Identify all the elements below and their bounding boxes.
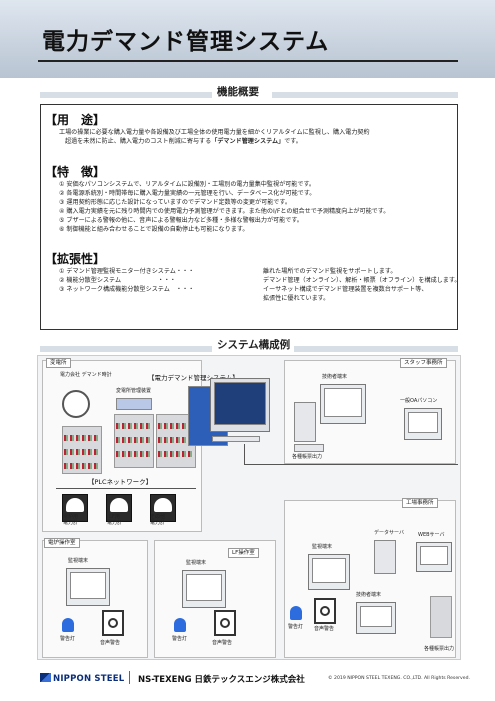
page-title: 電力デマンド管理システム	[42, 29, 330, 55]
usage-text-1: 工場の操業に必要な購入電力量や各設備及び工場全体の使用電力量を細かくリアルタイム…	[59, 129, 370, 136]
overview-box: 【用 途】 工場の操業に必要な購入電力量や各設備及び工場全体の使用電力量を細かく…	[40, 104, 461, 330]
speaker-icon	[102, 610, 124, 636]
data-server-icon	[374, 540, 396, 574]
monitor-terminal-furnace-label: 監視端末	[68, 558, 89, 564]
section-bar-right	[294, 346, 458, 352]
feature-item: ⑤ ブザーによる警報の他に、音声による警報出力など多種・多様な警報出力が可能です…	[59, 217, 303, 224]
ext-right-item: 拡張性に優れています。	[263, 295, 330, 302]
alarm-lamp-icon	[290, 606, 302, 620]
alarm-lamp-icon	[62, 618, 74, 632]
power-meter-2-icon	[106, 494, 132, 522]
monitor-terminal-furnace-icon	[66, 568, 110, 606]
extensibility-heading: 【拡張性】	[45, 252, 106, 266]
zone-label-substation: 変電所	[46, 358, 71, 368]
feature-item: ② 各電源系統別・時間帯毎に購入電力量実績の一元管理を行い、データベース化が可能…	[59, 190, 316, 197]
voice-alarm-lf-label: 音声警告	[212, 640, 233, 646]
printer-staff-label: 各種帳票出力	[292, 454, 323, 460]
ext-right-item: デマンド管理（オンライン）、解析・帳票（オフライン）を構成します。	[263, 277, 461, 284]
keyboard-icon	[212, 436, 260, 442]
utility-meter-label: 電力会社 デマンド時計	[60, 372, 112, 378]
printer-staff-icon	[294, 444, 324, 452]
main-monitor-icon	[210, 378, 270, 432]
plc-network-label: 【PLCネットワーク】	[88, 478, 153, 486]
monitor-terminal-lf-label: 監視端末	[186, 560, 207, 566]
nippon-steel-mark-icon	[40, 673, 51, 682]
web-server-icon	[416, 542, 452, 572]
header-band	[0, 0, 495, 78]
ext-right-item: イーサネット構成でデマンド管理装置を複数台サポート等、	[263, 286, 428, 293]
link-line	[244, 444, 245, 464]
demand-panel-icon	[114, 414, 154, 468]
speaker-icon	[214, 610, 236, 636]
plc-network-line	[56, 488, 196, 489]
zone-label-lf-room: LF操作室	[228, 548, 259, 558]
feature-item: ③ 運用契約形態に応じた設計になっていますのでデマンド定数等の変更が可能です。	[59, 199, 291, 206]
general-pc-label: 一般OAパソコン	[400, 398, 438, 404]
ext-left-item: ② 機能分散型システム ・・・	[59, 277, 176, 284]
general-pc-icon	[404, 408, 442, 440]
demand-panel-label: 変電所管理装置	[116, 388, 152, 394]
feature-item: ① 安価なパソコンシステムで、リアルタイムに設備別・工場別の電力量集中監視が可能…	[59, 181, 316, 188]
zone-label-staff-office: スタッフ事務所	[400, 358, 447, 368]
ext-left-item: ① デマンド管理監視モニター付きシステム・・・	[59, 268, 195, 275]
meter2-label: LF用 電力計	[107, 514, 123, 526]
speaker-icon	[314, 598, 336, 624]
section-bar-left	[40, 346, 212, 352]
meter1-label: 電炉用 電力計	[63, 514, 79, 526]
header-underline	[38, 60, 458, 62]
footer-separator	[129, 671, 130, 684]
zone-label-furnace-room: 電炉操作室	[44, 538, 80, 548]
section-heading-system: システム構成例	[217, 339, 291, 351]
alarm-lamp-lf-label: 警告灯	[172, 636, 188, 642]
section-bar-right	[272, 92, 458, 98]
ext-left-item: ③ ネットワーク構成機能分散型システム ・・・	[59, 286, 195, 293]
voice-alarm-furnace-label: 音声警告	[100, 640, 121, 646]
company-name: NS-TEXENG 日鉄テックスエンジ株式会社	[138, 675, 305, 685]
power-meter-3-icon	[150, 494, 176, 522]
alarm-lamp-factory-label: 警告灯	[288, 624, 304, 630]
usage-text-2: 超過を未然に防止、購入電力のコスト削減に寄与する「デマンド管理システム」です。	[65, 138, 302, 145]
utility-panel-icon	[62, 426, 102, 474]
section-heading-overview: 機能概要	[217, 86, 259, 98]
zone-label-factory-office: 工場事務所	[402, 498, 438, 508]
section-bar-left	[40, 92, 212, 98]
feature-item: ⑥ 制御機能と組み合わせることで設備の自動停止も可能になります。	[59, 226, 249, 233]
eng-terminal-factory-icon	[356, 602, 396, 634]
usage-heading: 【用 途】	[45, 113, 106, 127]
web-server-label: WEBサーバ	[418, 532, 445, 538]
feature-item: ④ 購入電力実績を元に残り時間内での使用電力予測管理ができます。また他のI/Fと…	[59, 208, 390, 215]
printer-factory-icon	[430, 596, 452, 638]
system-diagram: 変電所 電力会社 デマンド時計 変電所管理装置 【PLCネットワーク】 【電力デ…	[37, 355, 461, 660]
alarm-lamp-icon	[174, 618, 186, 632]
meter3-label: その他 電力計	[150, 514, 166, 526]
ext-right-item: 離れた場所でのデマンド監視をサポートします。	[263, 268, 397, 275]
printer-factory-label: 各種帳票出力	[424, 646, 455, 652]
monitor-terminal-factory-label: 監視端末	[312, 544, 333, 550]
system-title-label: 【電力デマンド管理システム】	[148, 374, 239, 382]
clock-gauge-icon	[62, 390, 90, 418]
features-heading: 【特 徴】	[45, 165, 106, 179]
eng-terminal-factory-label: 技術者端末	[356, 592, 382, 598]
pc-tower-icon	[294, 402, 316, 442]
eng-terminal-staff-label: 技術者端末	[322, 374, 348, 380]
alarm-lamp-furnace-label: 警告灯	[60, 636, 76, 642]
voice-alarm-factory-label: 音声警告	[314, 626, 335, 632]
nippon-steel-logo: NIPPON STEEL	[40, 673, 124, 684]
eng-terminal-staff-icon	[320, 384, 366, 424]
monitor-terminal-lf-icon	[182, 570, 226, 608]
demand-unit-icon	[116, 398, 152, 410]
power-meter-1-icon	[62, 494, 88, 522]
monitor-terminal-factory-icon	[308, 554, 350, 590]
data-server-label: データサーバ	[374, 530, 404, 536]
copyright: © 2019 NIPPON STEEL TEXENG. CO.,LTD. All…	[328, 676, 470, 681]
ethernet-line	[244, 464, 458, 465]
